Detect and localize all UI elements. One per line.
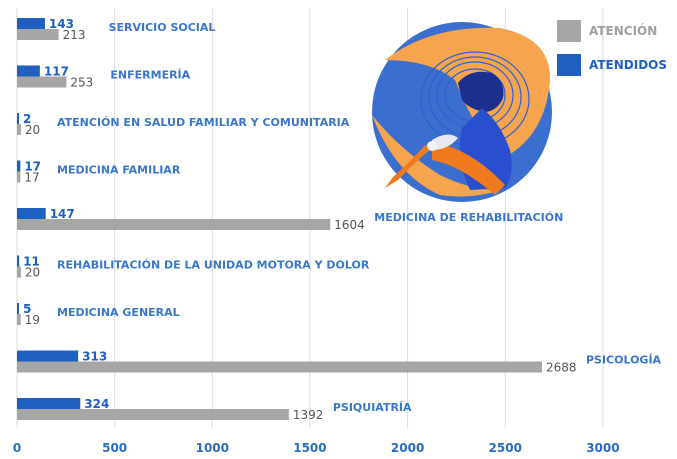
bar-atencion-5 — [17, 266, 21, 278]
value-labels-group: 1432131172532201717147160411205193132688… — [23, 17, 577, 422]
category-label-6: MEDICINA GENERAL — [57, 306, 180, 319]
category-label-0: SERVICIO SOCIAL — [109, 21, 216, 34]
bar-atencion-2 — [17, 124, 21, 135]
x-tick-label-500: 500 — [102, 441, 127, 455]
value-label-atendidos-5: 11 — [23, 255, 40, 269]
x-tick-label-3000: 3000 — [586, 441, 619, 455]
value-label-atencion-2: 20 — [25, 123, 40, 137]
value-label-atencion-0: 213 — [63, 28, 86, 42]
category-label-3: MEDICINA FAMILIAR — [57, 164, 181, 177]
bars-group — [17, 18, 542, 420]
value-label-atendidos-8: 324 — [84, 397, 109, 411]
category-label-5: REHABILITACIÓN DE LA UNIDAD MOTORA Y DOL… — [57, 259, 370, 272]
value-label-atendidos-2: 2 — [23, 112, 31, 126]
category-label-1: ENFERMERÍA — [110, 69, 190, 82]
value-label-atencion-4: 1604 — [334, 218, 365, 232]
bar-atencion-3 — [17, 171, 21, 183]
bar-atendidos-6 — [17, 303, 19, 314]
category-label-4: MEDICINA DE REHABILITACIÓN — [374, 211, 563, 224]
legend-swatch-1 — [557, 54, 581, 76]
person-sitting-on-globe-illustration — [372, 22, 552, 202]
bar-atendidos-1 — [17, 65, 40, 77]
bar-atencion-1 — [17, 76, 67, 88]
bar-atencion-4 — [17, 219, 331, 230]
value-label-atencion-8: 1392 — [293, 408, 324, 422]
bar-atendidos-3 — [17, 160, 21, 172]
x-tick-label-2500: 2500 — [489, 441, 522, 455]
bar-atencion-7 — [17, 361, 542, 373]
legend-swatch-0 — [557, 20, 581, 42]
bar-atendidos-0 — [17, 18, 45, 29]
legend: ATENCIÓN ATENDIDOS — [557, 20, 667, 76]
value-label-atencion-1: 253 — [70, 76, 93, 90]
category-labels-group: SERVICIO SOCIAL ENFERMERÍA ATENCIÓN EN SAL… — [57, 21, 662, 414]
bar-atendidos-4 — [17, 208, 46, 219]
bar-atencion-6 — [17, 314, 21, 325]
bar-atencion-0 — [17, 29, 59, 40]
legend-label-0: ATENCIÓN — [589, 23, 657, 38]
value-label-atendidos-0: 143 — [49, 17, 74, 31]
x-axis-ticks: 0 500 1000 1500 2000 2500 3000 — [13, 441, 620, 455]
value-label-atencion-7: 2688 — [546, 361, 577, 375]
bar-atendidos-2 — [17, 113, 19, 124]
value-label-atencion-5: 20 — [25, 266, 40, 280]
bar-atencion-8 — [17, 409, 289, 420]
category-label-2: ATENCIÓN EN SALUD FAMILIAR Y COMUNITARIA — [57, 116, 350, 129]
category-label-7: PSICOLOGÍA — [586, 354, 662, 367]
x-tick-label-1000: 1000 — [196, 441, 229, 455]
x-tick-label-1500: 1500 — [293, 441, 326, 455]
value-label-atendidos-1: 117 — [44, 65, 69, 79]
x-tick-label-0: 0 — [13, 441, 21, 455]
value-label-atendidos-6: 5 — [23, 302, 31, 316]
x-tick-label-2000: 2000 — [391, 441, 424, 455]
bar-atendidos-8 — [17, 398, 81, 409]
value-label-atendidos-7: 313 — [82, 350, 107, 364]
value-label-atendidos-4: 147 — [50, 207, 75, 221]
value-label-atencion-3: 17 — [24, 171, 39, 185]
value-label-atencion-6: 19 — [25, 313, 40, 327]
bar-atendidos-7 — [17, 350, 79, 362]
bar-atendidos-5 — [17, 255, 20, 267]
category-label-8: PSIQUIATRÍA — [333, 401, 412, 414]
legend-label-1: ATENDIDOS — [589, 58, 667, 72]
value-label-atendidos-3: 17 — [24, 160, 41, 174]
